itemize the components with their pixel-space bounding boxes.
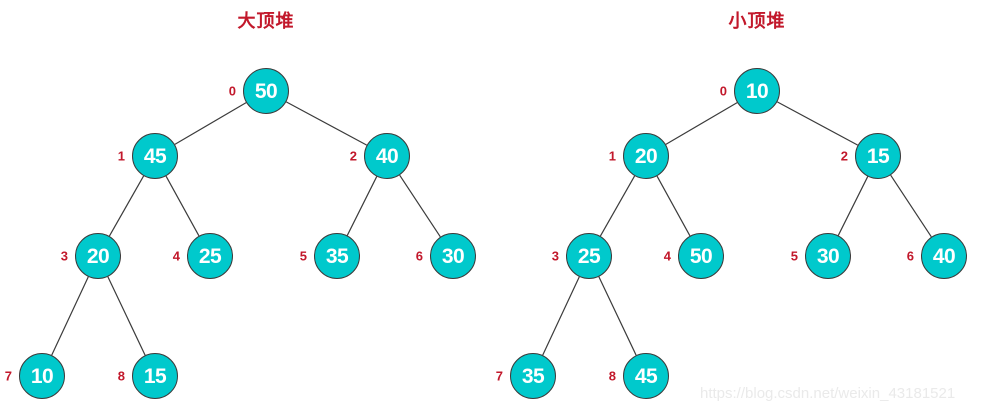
tree-node-index: 2 xyxy=(840,148,848,164)
tree-edge xyxy=(598,276,637,356)
tree-node[interactable]: 35 xyxy=(510,353,556,399)
tree-node-value: 35 xyxy=(325,244,349,268)
tree-node[interactable]: 50 xyxy=(678,233,724,279)
tree-node[interactable]: 15 xyxy=(855,133,901,179)
tree-edge xyxy=(107,276,146,356)
tree-node[interactable]: 10 xyxy=(19,353,65,399)
tree-node-index: 3 xyxy=(60,248,68,264)
tree-node[interactable]: 40 xyxy=(364,133,410,179)
tree-node[interactable]: 50 xyxy=(243,68,289,114)
tree-node-index: 4 xyxy=(172,248,180,264)
tree-edge xyxy=(174,102,247,145)
tree-edge xyxy=(346,176,378,236)
tree-node[interactable]: 20 xyxy=(623,133,669,179)
tree-node-index: 8 xyxy=(117,368,125,384)
tree-node-value: 10 xyxy=(745,79,769,103)
tree-node[interactable]: 40 xyxy=(921,233,967,279)
tree-node-index: 2 xyxy=(349,148,357,164)
tree-node-value: 15 xyxy=(143,364,167,388)
tree-node-value: 35 xyxy=(521,364,545,388)
tree-edge xyxy=(399,174,441,238)
tree-node-index: 0 xyxy=(719,83,727,99)
tree-node-index: 7 xyxy=(495,368,503,384)
tree-edge xyxy=(656,175,691,237)
tree-edge xyxy=(542,276,580,356)
tree-node-value: 25 xyxy=(198,244,222,268)
tree-edge xyxy=(890,174,932,238)
tree-node-value: 40 xyxy=(932,244,956,268)
tree-node-value: 20 xyxy=(86,244,110,268)
tree-node-value: 15 xyxy=(866,144,890,168)
tree-node-value: 10 xyxy=(30,364,54,388)
tree-node[interactable]: 45 xyxy=(623,353,669,399)
tree-edge xyxy=(51,276,89,356)
tree-edge xyxy=(108,175,145,237)
tree-node[interactable]: 25 xyxy=(566,233,612,279)
tree-node-index: 7 xyxy=(4,368,12,384)
tree-edge xyxy=(599,175,636,237)
tree-node-index: 5 xyxy=(790,248,798,264)
tree-node[interactable]: 30 xyxy=(805,233,851,279)
tree-node-index: 3 xyxy=(551,248,559,264)
tree-node-value: 20 xyxy=(634,144,658,168)
tree-node[interactable]: 25 xyxy=(187,233,233,279)
tree-node-value: 30 xyxy=(816,244,840,268)
tree-node[interactable]: 10 xyxy=(734,68,780,114)
tree-node-index: 1 xyxy=(608,148,616,164)
tree-node-value: 25 xyxy=(577,244,601,268)
tree-edge xyxy=(776,101,859,146)
tree-node-index: 6 xyxy=(415,248,423,264)
tree-node-index: 5 xyxy=(299,248,307,264)
tree-title-min-heap: 小顶堆 xyxy=(728,11,786,31)
tree-node[interactable]: 45 xyxy=(132,133,178,179)
tree-node[interactable]: 20 xyxy=(75,233,121,279)
tree-edge xyxy=(665,102,738,145)
tree-edge xyxy=(285,101,368,146)
tree-node-value: 50 xyxy=(254,79,278,103)
watermark-text: https://blog.csdn.net/weixin_43181521 xyxy=(700,385,956,402)
tree-node[interactable]: 35 xyxy=(314,233,360,279)
tree-node[interactable]: 15 xyxy=(132,353,178,399)
tree-node-value: 45 xyxy=(634,364,658,388)
tree-node-index: 1 xyxy=(117,148,125,164)
tree-node-index: 4 xyxy=(663,248,671,264)
tree-node-index: 8 xyxy=(608,368,616,384)
tree-edge xyxy=(837,176,869,236)
tree-node-value: 40 xyxy=(375,144,399,168)
tree-node-index: 0 xyxy=(228,83,236,99)
tree-node[interactable]: 30 xyxy=(430,233,476,279)
tree-node-value: 45 xyxy=(143,144,167,168)
tree-node-value: 30 xyxy=(441,244,465,268)
tree-edge xyxy=(165,175,200,237)
tree-node-value: 50 xyxy=(689,244,713,268)
tree-node-index: 6 xyxy=(906,248,914,264)
tree-title-max-heap: 大顶堆 xyxy=(237,11,295,31)
